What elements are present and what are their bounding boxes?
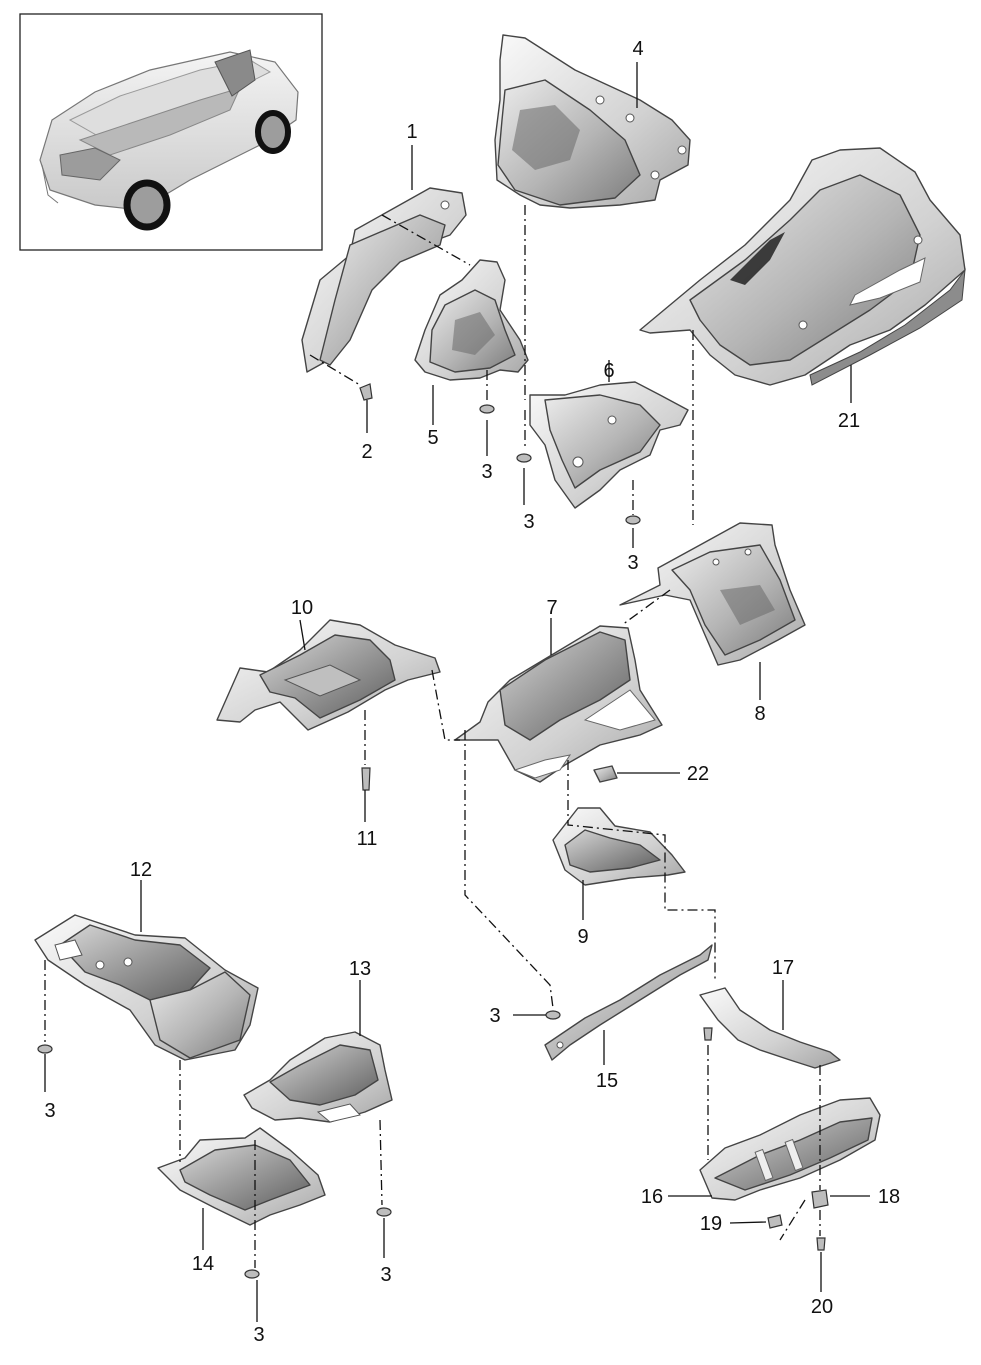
callout-16: 16 <box>641 1186 663 1208</box>
callout-9: 9 <box>577 926 588 948</box>
fastener-3-f <box>376 1207 392 1217</box>
part-13-heat-shield <box>243 1031 393 1123</box>
callout-21: 21 <box>838 410 860 432</box>
fasteners <box>37 383 829 1279</box>
part-6-shield <box>529 381 689 509</box>
leader-lines <box>44 62 870 1322</box>
callout-4: 4 <box>632 38 643 60</box>
callout-7: 7 <box>546 597 557 619</box>
callout-6: 6 <box>603 360 614 382</box>
callout-10: 10 <box>291 597 313 619</box>
vehicle-overview-inset <box>19 13 323 251</box>
fastener-18 <box>811 1189 829 1209</box>
callout-20: 20 <box>811 1296 833 1318</box>
fastener-2 <box>359 383 373 401</box>
fastener-20 <box>816 1237 826 1251</box>
callout-17: 17 <box>772 957 794 979</box>
part-17-bracket <box>699 987 841 1069</box>
assembly-lines <box>44 205 821 1268</box>
callout-22: 22 <box>687 763 709 785</box>
callout-3-d: 3 <box>489 1005 500 1027</box>
callout-1: 1 <box>406 121 417 143</box>
fastener-3-g <box>244 1269 260 1279</box>
callout-8: 8 <box>754 703 765 725</box>
part-8-heat-shield <box>619 522 806 666</box>
part-4-heat-shield <box>494 34 691 209</box>
callout-11: 11 <box>357 828 378 850</box>
callout-13: 13 <box>349 958 371 980</box>
callout-18: 18 <box>878 1186 900 1208</box>
callout-3-g: 3 <box>253 1324 264 1346</box>
front-wheel <box>255 110 291 154</box>
fastener-17-bolt <box>703 1027 713 1041</box>
part-22-clip <box>593 765 618 783</box>
part-14-heat-shield <box>157 1127 326 1226</box>
callout-19: 19 <box>700 1213 722 1235</box>
callout-3-b: 3 <box>523 511 534 533</box>
callout-2: 2 <box>361 441 372 463</box>
part-12-large-heat-shield <box>34 914 259 1061</box>
callout-14: 14 <box>192 1253 214 1275</box>
callout-3-f: 3 <box>380 1264 391 1286</box>
part-7-tunnel-shield <box>454 625 663 783</box>
fastener-3-d <box>545 1010 561 1020</box>
fastener-3-b <box>516 453 532 463</box>
part-21-large-shield <box>639 147 966 386</box>
part-5-bracket-shield <box>414 259 529 381</box>
fastener-19 <box>767 1214 783 1229</box>
callout-15: 15 <box>596 1070 618 1092</box>
fastener-3-c <box>625 515 641 525</box>
callout-5: 5 <box>427 427 438 449</box>
part-15-strip-shield <box>544 944 713 1061</box>
fastener-3-e <box>37 1044 53 1054</box>
callout-numbers: 1 2 5 3 3 3 4 6 21 8 7 10 22 11 9 12 13 … <box>44 38 900 1346</box>
fastener-11 <box>361 767 371 791</box>
part-10-heat-shield <box>216 619 441 731</box>
callout-12: 12 <box>130 859 152 881</box>
part-16-muffler-shield <box>699 1097 881 1201</box>
vehicle-illustration <box>39 49 299 231</box>
callout-3-c: 3 <box>627 552 638 574</box>
callout-3-a: 3 <box>481 461 492 483</box>
part-1-side-shield <box>301 187 467 373</box>
callout-3-e: 3 <box>44 1100 55 1122</box>
fastener-3-a <box>479 404 495 414</box>
rear-wheel <box>123 179 171 231</box>
